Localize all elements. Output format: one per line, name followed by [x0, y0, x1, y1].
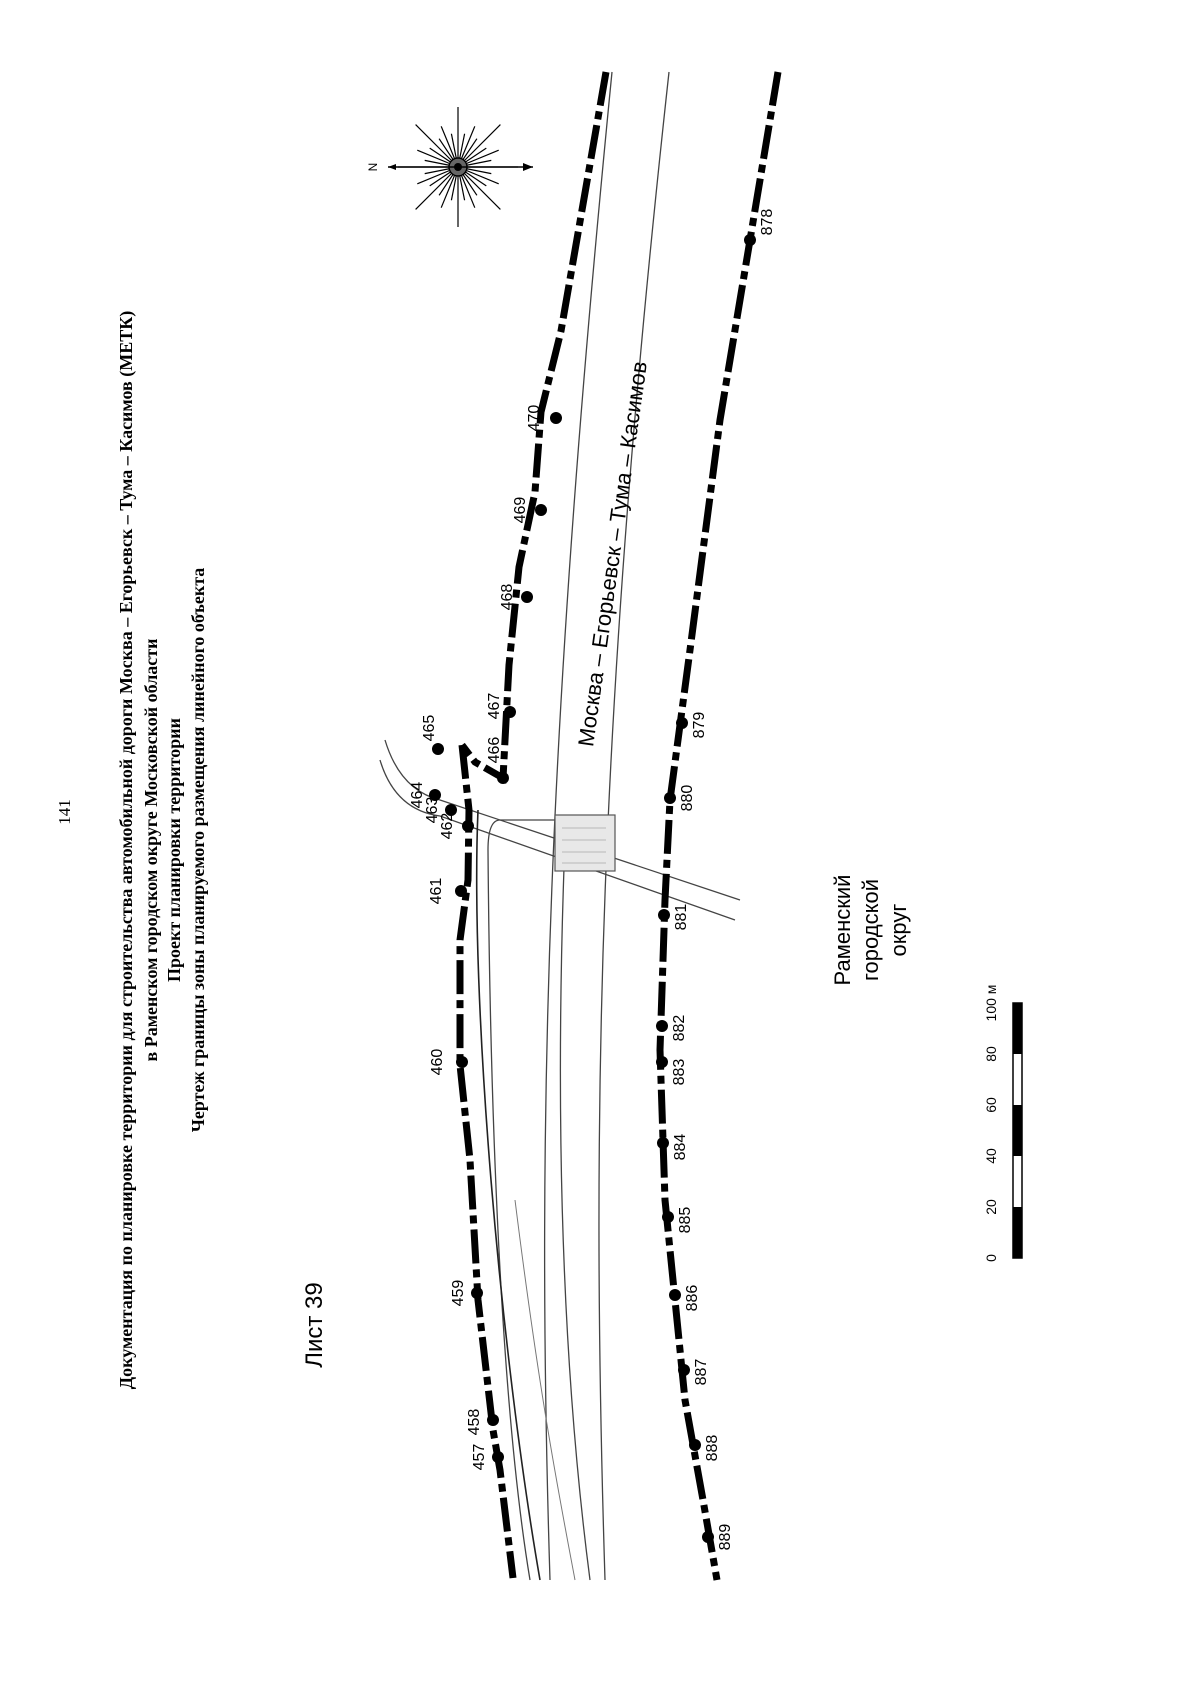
district-label-line-3: округ [886, 904, 911, 957]
title-block: Документация по планировке территории дл… [116, 311, 208, 1390]
compass-north-letter: N [366, 163, 380, 172]
point-label: 464 [409, 782, 426, 809]
boundary-point: 460 [429, 1049, 468, 1076]
point-label: 463 [424, 797, 441, 824]
compass-rose-icon: N [366, 107, 533, 227]
point-label: 883 [671, 1059, 688, 1086]
scale-tick-label: 40 [983, 1148, 999, 1164]
boundary-point: 878 [744, 209, 776, 246]
crossing-road-b [379, 759, 736, 921]
points-north: 457 458 459 460 461 462 463 464 [409, 405, 562, 1471]
boundary-point: 462 [439, 813, 474, 840]
point-label: 884 [672, 1134, 689, 1161]
road-corridor [379, 71, 741, 1581]
planned-zone-boundary [456, 71, 782, 1581]
boundary-point: 469 [512, 497, 547, 524]
scale-tick-label: 0 [983, 1254, 999, 1262]
boundary-point: 468 [499, 584, 533, 611]
scale-tick-label: 80 [983, 1046, 999, 1062]
point-label: 878 [759, 209, 776, 236]
boundary-point: 470 [526, 405, 562, 432]
boundary-point: 881 [658, 904, 690, 931]
boundary-point: 884 [657, 1134, 689, 1161]
points-south: 889 888 887 886 885 884 883 882 [656, 209, 776, 1551]
boundary-point: 886 [669, 1285, 701, 1312]
bridge-structure [554, 814, 616, 872]
scale-tick-label: 100 м [983, 985, 999, 1022]
boundary-point: 463 [424, 797, 457, 824]
boundary-west-line [456, 744, 517, 1579]
point-label: 470 [526, 405, 543, 432]
boundary-point: 459 [450, 1280, 483, 1307]
point-label: 886 [684, 1285, 701, 1312]
point-label: 889 [717, 1524, 734, 1551]
district-label-line-1: Раменский [830, 875, 855, 986]
boundary-point: 883 [656, 1056, 688, 1085]
point-label: 882 [671, 1015, 688, 1042]
point-label: 460 [429, 1049, 446, 1076]
scale-tick-label: 60 [983, 1097, 999, 1113]
point-label: 465 [421, 715, 438, 742]
district-label-line-2: городской [858, 879, 883, 981]
title-line-4: Чертеж границы зоны планируемого размеще… [188, 568, 208, 1133]
boundary-point: 888 [689, 1435, 721, 1462]
north-boundary-line [475, 809, 541, 1581]
boundary-point: 885 [662, 1207, 694, 1234]
boundary-point: 880 [664, 785, 696, 812]
scale-bar: 0 20 40 60 80 100 м [983, 985, 1023, 1262]
boundary-point: 461 [428, 878, 467, 905]
district-label: Раменский городской округ [830, 875, 911, 986]
sheet-label: Лист 39 [301, 1282, 328, 1368]
point-label: 888 [704, 1435, 721, 1462]
point-label: 880 [679, 785, 696, 812]
page-number: 141 [55, 799, 74, 825]
point-label: 462 [439, 813, 456, 840]
boundary-point: 464 [409, 782, 441, 809]
title-line-2: в Раменском городском округе Московской … [141, 638, 161, 1061]
point-label: 887 [693, 1359, 710, 1386]
curb-line [514, 1199, 576, 1581]
point-label: 468 [499, 584, 516, 611]
scale-tick-label: 20 [983, 1199, 999, 1215]
point-label: 461 [428, 878, 445, 905]
point-label: 885 [677, 1207, 694, 1234]
boundary-point: 466 [486, 737, 509, 784]
boundary-point: 467 [486, 693, 516, 720]
boundary-south-line [656, 71, 782, 1581]
title-line-1: Документация по планировке территории дл… [116, 311, 137, 1390]
road-edge-north [543, 71, 613, 1581]
point-label: 467 [486, 693, 503, 720]
boundary-point: 457 [471, 1444, 504, 1471]
point-label: 469 [512, 497, 529, 524]
boundary-point: 887 [678, 1359, 710, 1386]
boundary-point: 879 [676, 712, 708, 739]
point-label: 458 [466, 1409, 483, 1436]
road-edge-south [598, 71, 670, 1581]
road-name-label: Москва – Егорьевск – Тума – Касимов [573, 360, 652, 748]
point-label: 466 [486, 737, 503, 764]
point-label: 457 [471, 1444, 488, 1471]
title-line-3: Проект планировки территории [164, 718, 184, 982]
point-label: 459 [450, 1280, 467, 1307]
boundary-point: 882 [656, 1015, 688, 1042]
boundary-point: 458 [466, 1409, 499, 1436]
road-lane-line [559, 839, 591, 1581]
point-label: 881 [673, 904, 690, 931]
boundary-point: 889 [702, 1524, 734, 1551]
boundary-north-line [459, 71, 610, 784]
boundary-point: 465 [421, 715, 444, 755]
point-label: 879 [691, 712, 708, 739]
